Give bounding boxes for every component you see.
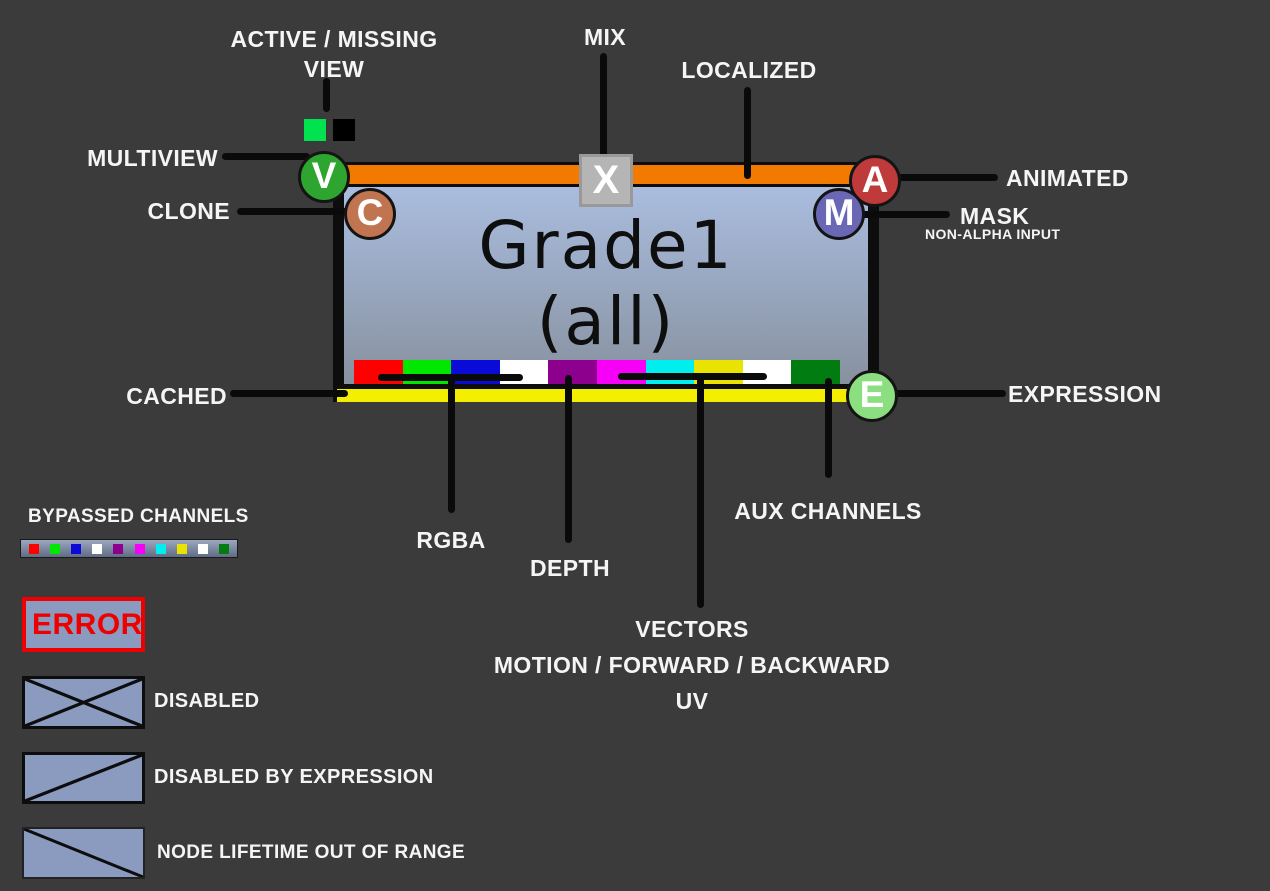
cached-pointer-line xyxy=(230,390,348,397)
bypassed-seg xyxy=(134,543,145,554)
localized-pointer-line xyxy=(744,87,751,179)
mask-badge-icon: M xyxy=(813,188,865,240)
mix-pointer-line xyxy=(600,53,607,167)
node-subtitle: (all) xyxy=(536,283,676,360)
mix-badge-icon: X xyxy=(579,154,633,207)
active-view-square-icon xyxy=(304,119,326,141)
strip-seg xyxy=(596,360,646,384)
animated-badge-letter: A xyxy=(861,159,889,200)
node-title: Grade1 xyxy=(478,207,734,284)
bypassed-strip xyxy=(20,539,238,558)
multiview-label: MULTIVIEW xyxy=(87,145,218,171)
clone-badge-letter: C xyxy=(356,192,384,233)
bypassed-seg xyxy=(113,543,124,554)
missing-view-square-icon xyxy=(333,119,355,141)
bypassed-seg xyxy=(197,543,208,554)
aux-channels-label: AUX CHANNELS xyxy=(734,498,922,524)
multiview-badge-letter: V xyxy=(311,155,337,196)
depth-label: DEPTH xyxy=(530,555,610,581)
expression-badge-letter: E xyxy=(859,374,885,415)
mask-badge-letter: M xyxy=(823,192,855,233)
bypassed-channels-title: BYPASSED CHANNELS xyxy=(28,506,249,527)
depth-pointer-line xyxy=(565,375,572,543)
cached-label: CACHED xyxy=(126,383,227,409)
node-lifetime-box xyxy=(22,827,145,879)
diagonal-down-icon xyxy=(24,829,143,877)
bypassed-seg xyxy=(218,543,229,554)
diagonal-up-icon xyxy=(25,755,142,801)
localized-label: LOCALIZED xyxy=(681,57,817,83)
vectors-pointer-line-v xyxy=(697,373,704,608)
error-label: ERROR xyxy=(32,607,143,641)
disabled-label: DISABLED xyxy=(154,690,260,712)
aux-channels-pointer-line xyxy=(825,378,832,478)
clone-label: CLONE xyxy=(147,198,230,224)
uv-label: UV xyxy=(675,688,709,714)
expression-label: EXPRESSION xyxy=(1008,381,1162,407)
active-missing-label: ACTIVE / MISSING xyxy=(230,26,438,52)
strip-seg xyxy=(791,360,840,384)
bypassed-seg xyxy=(50,543,61,554)
disabled-by-expression-box xyxy=(22,752,145,804)
mask-pointer-line xyxy=(858,211,950,218)
rgba-pointer-line-v xyxy=(448,374,455,513)
error-state-box: ERROR xyxy=(22,597,145,652)
bypassed-seg xyxy=(176,543,187,554)
multiview-badge-icon: V xyxy=(298,151,350,203)
view-pointer-line xyxy=(323,78,330,112)
vectors-label: VECTORS xyxy=(635,616,749,642)
strip-seg xyxy=(742,360,792,384)
bypassed-seg xyxy=(155,543,166,554)
vectors-detail-label: MOTION / FORWARD / BACKWARD xyxy=(493,652,891,678)
non-alpha-input-label: NON-ALPHA INPUT xyxy=(925,226,1061,242)
node-body xyxy=(344,187,868,384)
disabled-cross-icon xyxy=(25,679,142,726)
mask-label: MASK xyxy=(960,203,1030,229)
mix-badge-letter: X xyxy=(592,158,620,202)
clone-pointer-line xyxy=(237,208,352,215)
expression-pointer-line xyxy=(892,390,1006,397)
disabled-state-box xyxy=(22,676,145,729)
bypassed-seg xyxy=(71,543,82,554)
clone-badge-icon: C xyxy=(344,188,396,240)
vectors-pointer-line-h xyxy=(618,373,767,380)
mix-label: MIX xyxy=(583,24,627,50)
strip-seg xyxy=(548,360,597,384)
view-label: VIEW xyxy=(303,56,365,82)
animated-pointer-line xyxy=(886,174,998,181)
expression-badge-icon: E xyxy=(846,370,898,422)
rgba-label: RGBA xyxy=(416,527,486,553)
node-lifetime-label: NODE LIFETIME OUT OF RANGE xyxy=(157,842,466,863)
cached-bar xyxy=(337,389,877,402)
bypassed-seg xyxy=(29,543,39,554)
multiview-pointer-line xyxy=(222,153,310,160)
animated-label: ANIMATED xyxy=(1006,165,1129,191)
bypassed-seg xyxy=(92,543,103,554)
disabled-by-expression-label: DISABLED BY EXPRESSION xyxy=(154,766,434,788)
strip-seg xyxy=(645,360,695,384)
